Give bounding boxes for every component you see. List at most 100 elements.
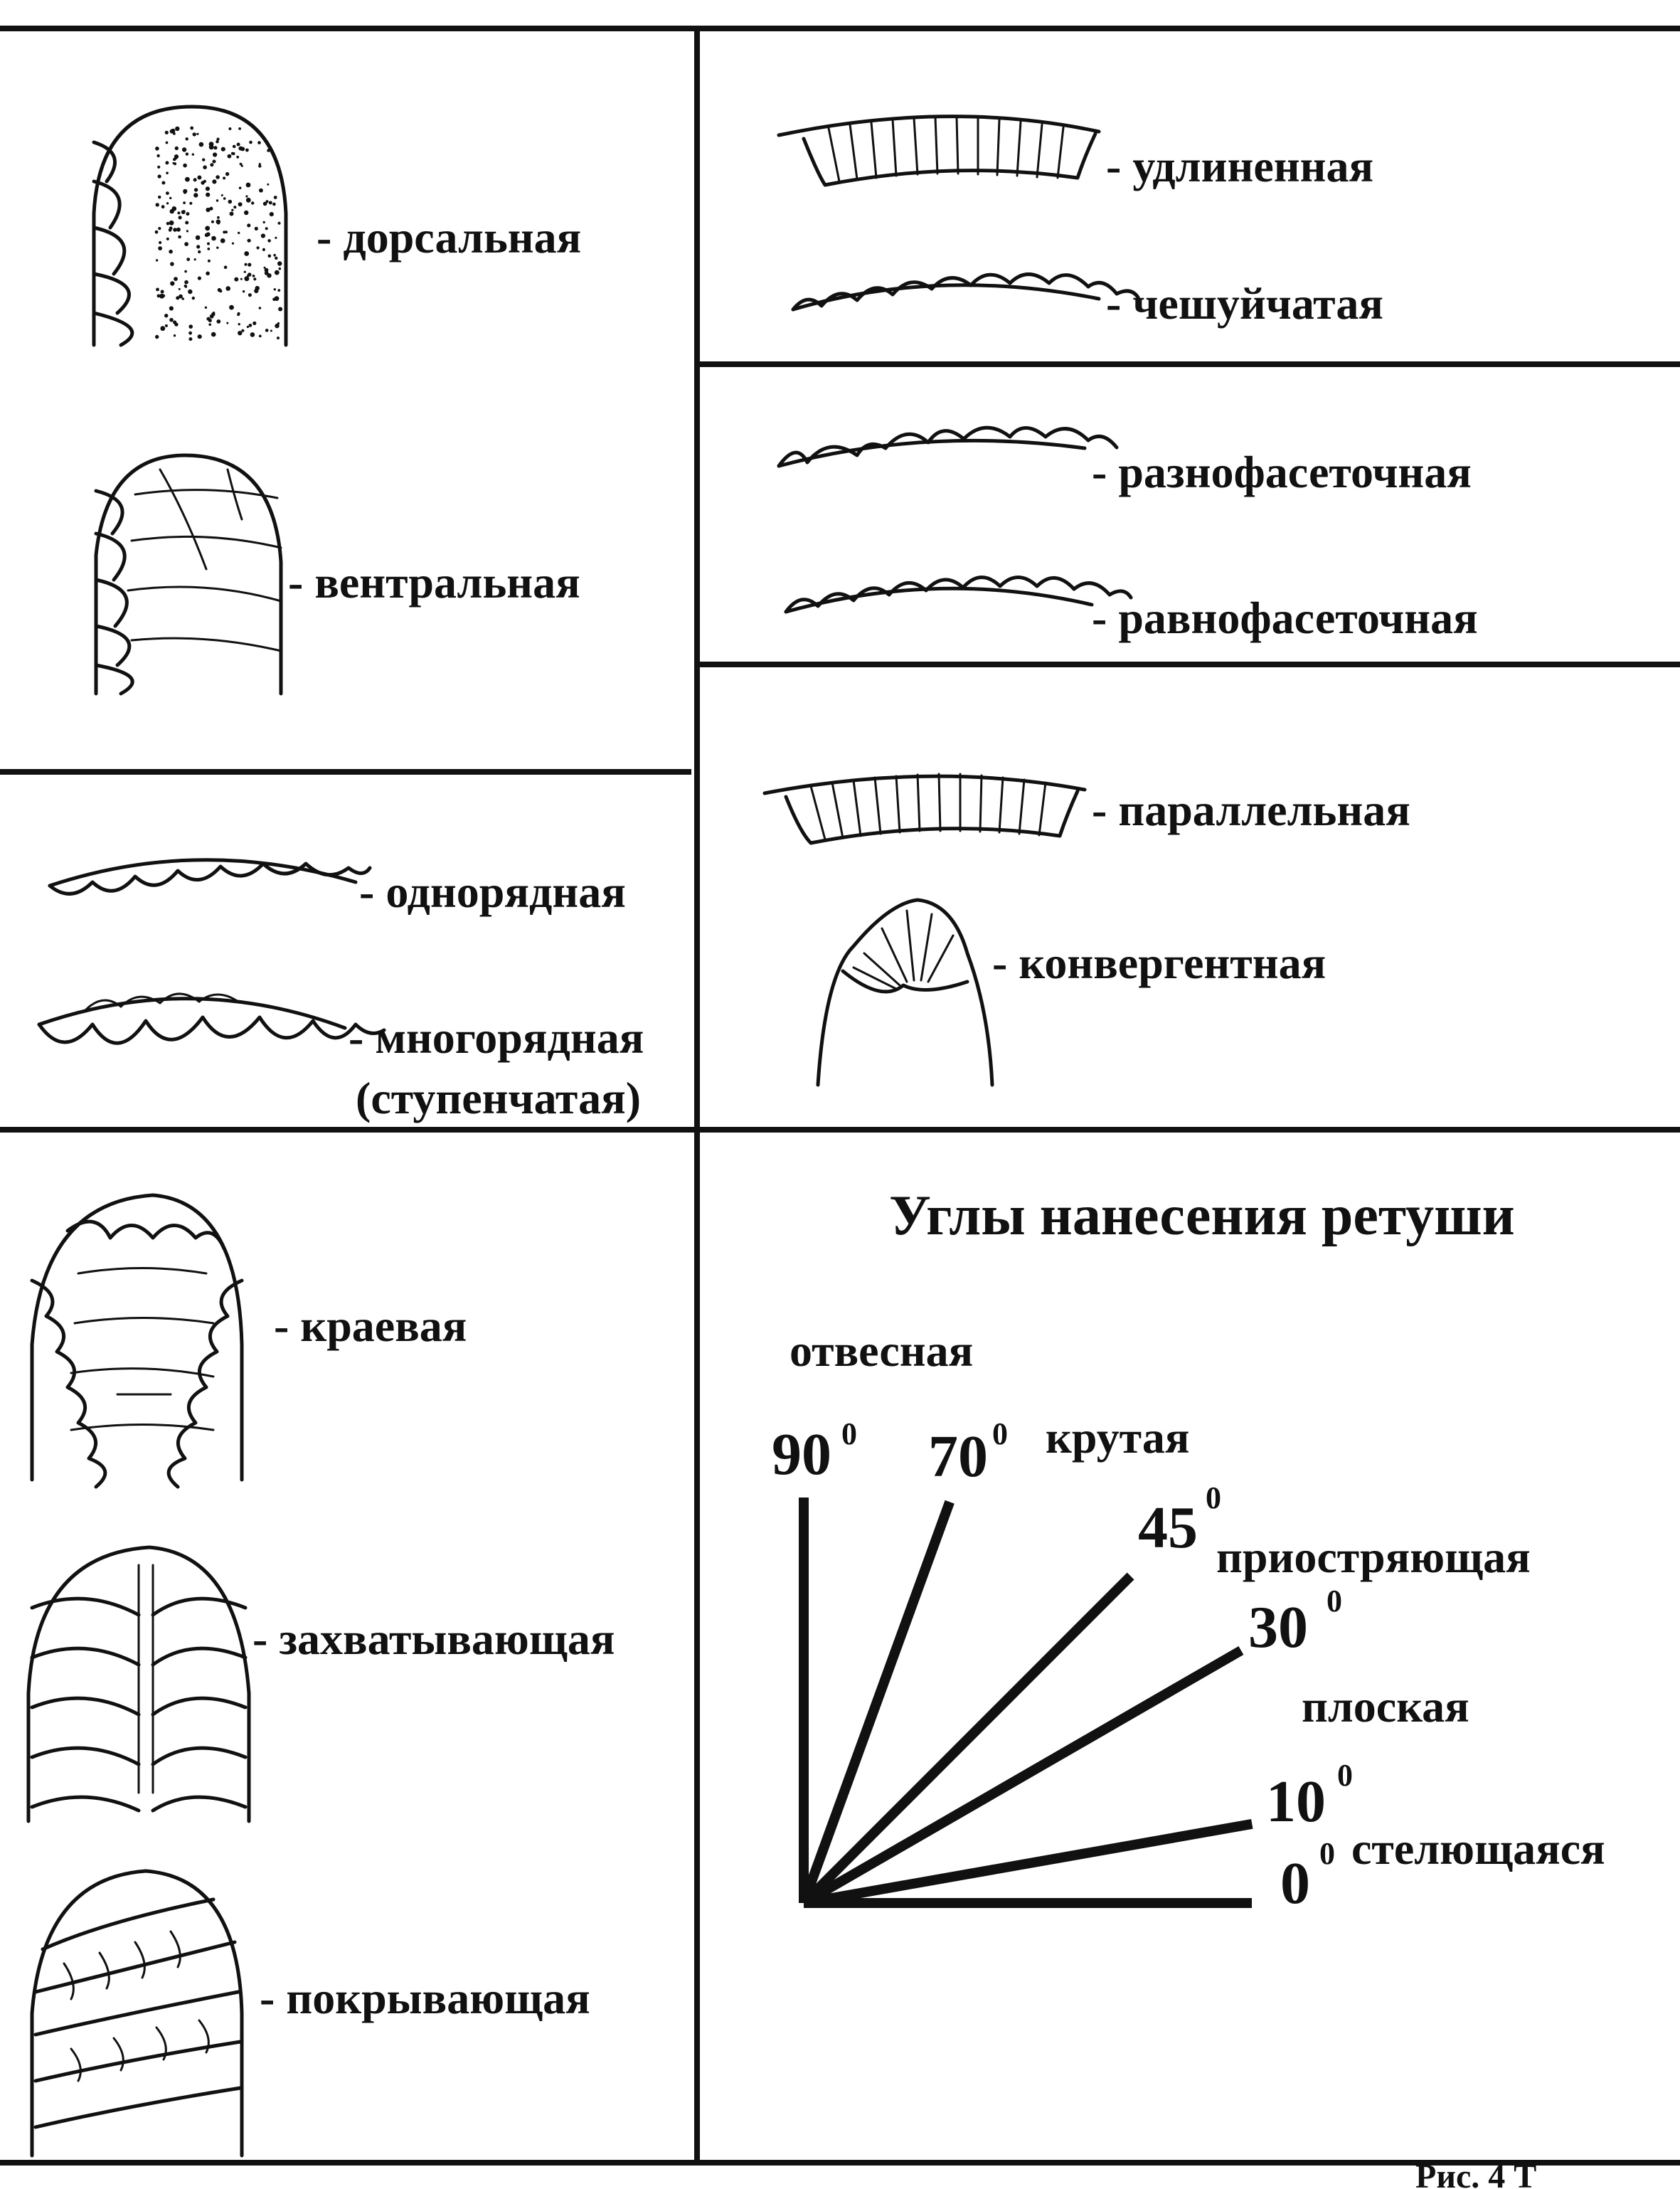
stipple-dot	[236, 155, 240, 159]
stipple-dot	[270, 329, 272, 332]
parallel-drawing	[762, 773, 1087, 845]
stipple-dot	[219, 289, 223, 293]
stipple-dot	[278, 307, 283, 312]
panel-shape-2: - разнофасеточная - равнофасеточная	[777, 425, 1478, 643]
stipple-dot	[227, 154, 232, 159]
stipple-dot	[223, 176, 226, 180]
stipple-dot	[223, 197, 226, 200]
stipple-dot	[155, 147, 159, 151]
angle-degree-90: 0	[841, 1416, 857, 1451]
stipple-dot	[265, 200, 269, 203]
stipple-dot	[267, 149, 270, 152]
stipple-dot	[158, 227, 161, 230]
stipple-dot	[275, 323, 280, 329]
stipple-dot	[156, 154, 160, 158]
stipple-dot	[186, 212, 190, 216]
label-multi-row: - многорядная	[349, 1012, 644, 1063]
stipple-dot	[169, 129, 174, 134]
ray-10-deg	[802, 1819, 1253, 1908]
angle-value-10: 10	[1266, 1769, 1326, 1835]
stipple-dot	[246, 325, 249, 329]
stipple-dot	[188, 331, 192, 335]
stipple-dot	[184, 284, 187, 288]
covering-drawing	[30, 1869, 244, 2158]
stipple-dot	[216, 221, 220, 225]
angle-rays	[799, 1498, 1253, 1908]
label-single-row: - однорядная	[359, 866, 626, 917]
stipple-dot	[173, 334, 176, 337]
stipple-dot	[201, 181, 205, 185]
stipple-dot	[213, 152, 218, 157]
stipple-dot	[186, 230, 188, 233]
stipple-dot	[264, 271, 269, 275]
stipple-dot	[212, 179, 217, 184]
stipple-dot	[272, 202, 276, 206]
stipple-dot	[238, 231, 240, 235]
stipple-dot	[243, 270, 246, 273]
stipple-dot	[240, 164, 243, 167]
stipple-dot	[178, 235, 181, 239]
stipple-dot	[254, 288, 259, 294]
stipple-dot	[250, 332, 255, 337]
stipple-dot	[174, 146, 179, 151]
stipple-dot	[183, 163, 187, 168]
label-invasive: - захватывающая	[252, 1613, 615, 1664]
stipple-dot	[223, 230, 226, 234]
stipple-dot	[277, 221, 281, 225]
panel-rows: - однорядная - многорядная (ступенчатая)	[37, 858, 644, 1123]
invasive-drawing	[26, 1545, 251, 1823]
label-equal-facet: - равнофасеточная	[1092, 593, 1478, 643]
stipple-dot	[257, 141, 261, 144]
stipple-dot	[240, 147, 245, 152]
stipple-dot	[238, 323, 240, 326]
angle-name-45: приостряющая	[1216, 1532, 1531, 1582]
stipple-dot	[229, 211, 234, 216]
stipple-dot	[169, 196, 172, 200]
stipple-dot	[173, 320, 177, 324]
stipple-dot	[237, 313, 240, 317]
stipple-dot	[226, 322, 229, 324]
stipple-dot	[204, 306, 208, 309]
stipple-dot	[185, 137, 188, 141]
stipple-dot	[161, 205, 165, 209]
stipple-dot	[188, 324, 193, 329]
stipple-dot	[183, 201, 186, 204]
stipple-dot	[225, 171, 230, 176]
stipple-dot	[207, 248, 211, 250]
stipple-dot	[273, 196, 277, 199]
stipple-dot	[186, 258, 191, 261]
stipple-dot	[190, 126, 194, 130]
stipple-dot	[254, 226, 258, 230]
stipple-dot	[158, 195, 161, 199]
stipple-dot	[258, 164, 262, 168]
stipple-dot	[211, 332, 216, 337]
stipple-dot	[256, 246, 260, 250]
stipple-dot	[178, 287, 181, 290]
panel-grid	[0, 26, 1680, 2166]
stipple-dot	[225, 286, 231, 291]
stipple-dot	[192, 132, 196, 137]
stipple-dot	[157, 165, 161, 169]
angle-name-0: стелющаяся	[1351, 1823, 1605, 1874]
label-scaly: - чешуйчатая	[1106, 278, 1383, 329]
equal-facet-drawing	[784, 576, 1133, 614]
stipple-dot	[216, 199, 219, 202]
stipple-dot	[228, 199, 233, 204]
stipple-dot	[216, 175, 220, 179]
angle-name-30: плоская	[1302, 1681, 1469, 1732]
stipple-dot	[245, 195, 248, 198]
stipple-dot	[174, 157, 178, 160]
stipple-dot	[267, 254, 272, 258]
stipple-dot	[269, 212, 274, 217]
stipple-dot	[156, 294, 161, 298]
stipple-dot	[155, 334, 159, 339]
ray-70-deg	[799, 1500, 955, 1905]
stipple-dot	[164, 130, 169, 134]
stipple-dot	[245, 148, 249, 152]
stipple-dot	[171, 206, 177, 211]
stipple-dot	[185, 221, 189, 225]
angle-value-45: 45	[1138, 1495, 1198, 1561]
stipple-dot	[169, 306, 174, 311]
stipple-dot	[202, 158, 206, 161]
varied-facet-drawing	[777, 425, 1119, 468]
